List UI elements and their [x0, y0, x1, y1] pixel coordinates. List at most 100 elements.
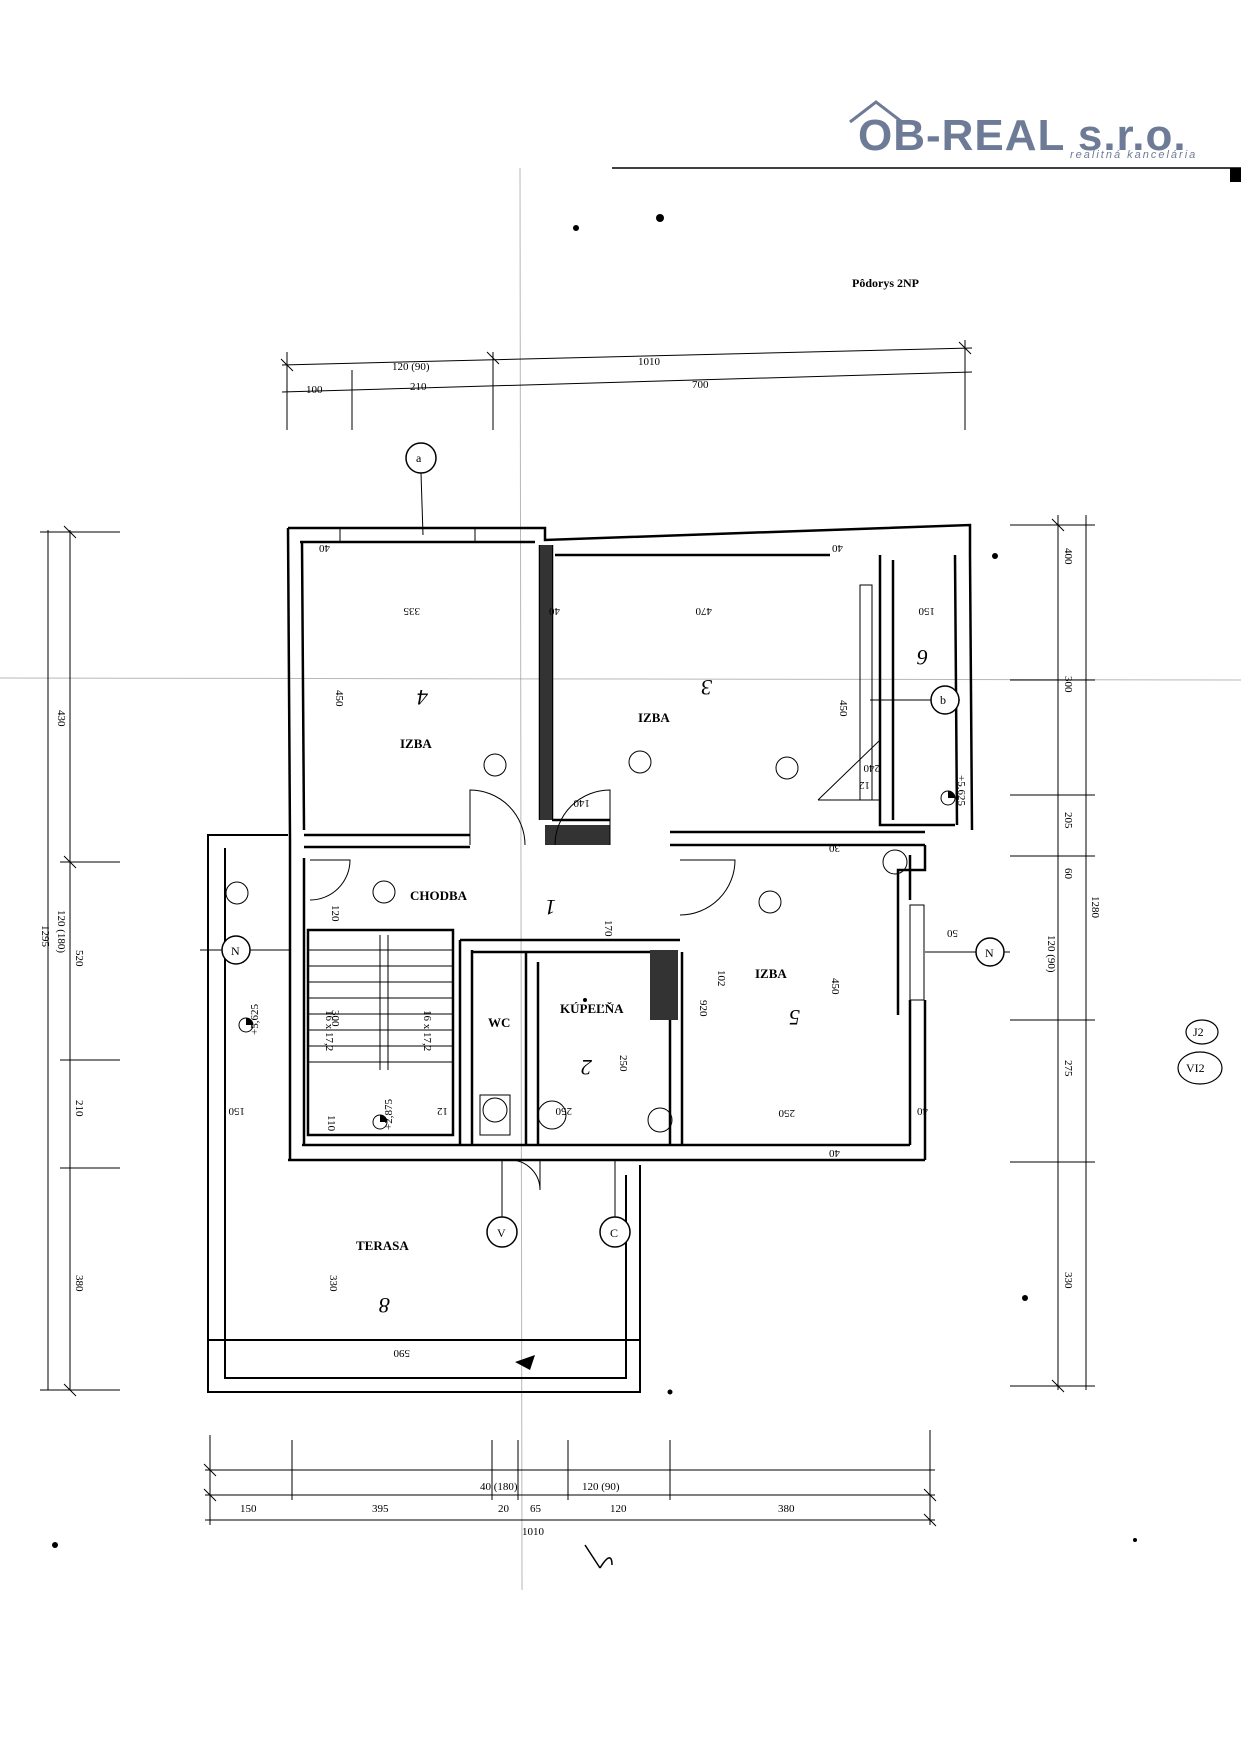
int-dim-15: 450	[829, 978, 841, 995]
right-dim-5: 120 (90)	[1045, 935, 1057, 973]
top-dim-2b: 210	[410, 381, 427, 393]
svg-text:N: N	[231, 944, 240, 958]
grid-axis-b-right: b	[870, 685, 960, 715]
int-dim-9: 240	[863, 762, 880, 774]
room-label-izba-mid: IZBA	[638, 710, 670, 725]
int-dim-23: 330	[327, 1275, 339, 1292]
int-dim-18: 40	[917, 1105, 929, 1117]
int-dim-6: 150	[918, 605, 935, 617]
int-dim-16: 250	[778, 1107, 795, 1119]
int-dim-13: 920	[697, 1000, 709, 1017]
svg-text:b: b	[940, 693, 946, 707]
house-roof-icon	[849, 100, 903, 124]
svg-text:C: C	[610, 1226, 618, 1240]
int-dim-21: 250	[555, 1105, 572, 1117]
door-swings	[309, 789, 736, 1191]
int-dim-25: 50	[947, 927, 959, 939]
bottom-dim-2f: 380	[778, 1503, 795, 1515]
left-dim-5: 210	[73, 1100, 85, 1117]
left-dim-6: 380	[73, 1275, 85, 1292]
int-dim-5: 40	[832, 542, 844, 554]
bottom-dim-2b: 395	[372, 1503, 389, 1515]
right-dim-2: 300	[1062, 676, 1074, 693]
right-dim-6: 1280	[1089, 896, 1101, 919]
svg-text:V: V	[497, 1226, 506, 1240]
section-markers	[225, 750, 799, 914]
int-dim-24: 590	[393, 1347, 410, 1359]
room-label-terasa: TERASA	[356, 1238, 409, 1253]
svg-text:N: N	[985, 946, 994, 960]
room-label-kupelna: KÚPEĽŇA	[560, 1001, 624, 1016]
int-dim-29: 250	[617, 1055, 629, 1072]
grid-axis-n-left: N	[200, 935, 290, 965]
room-number-3: 3	[701, 675, 713, 700]
room-number-2: 2	[581, 1055, 592, 1080]
hatched-walls	[540, 545, 678, 1020]
scan-noise	[52, 214, 1137, 1548]
north-arrow-mark	[515, 1355, 535, 1370]
terrace-outline	[207, 834, 641, 1393]
top-dim-1a: 120 (90)	[392, 361, 430, 373]
bottom-dim-2c: 20	[498, 1503, 510, 1515]
fold-line-vertical	[519, 167, 523, 1591]
svg-text:+2,875: +2,875	[383, 1099, 395, 1130]
bottom-dim-3: 1010	[522, 1526, 545, 1538]
company-logo: OB-REAL s.r.o. realitná kancelária	[849, 100, 1195, 161]
svg-text:a: a	[416, 451, 422, 465]
grid-axis-c-bottom: C	[599, 1160, 631, 1248]
left-dimensions	[40, 525, 120, 1397]
top-dim-1b: 1010	[638, 356, 661, 368]
sanitary-fixtures	[479, 849, 908, 1136]
room-number-6: 6	[917, 645, 928, 670]
left-dim-3: 120 (180)	[55, 910, 67, 953]
grid-axis-v-bottom: V	[486, 1160, 518, 1248]
int-dim-4: 470	[695, 605, 712, 617]
left-dim-1: 430	[55, 710, 67, 727]
int-dim-1: 40	[319, 542, 331, 554]
staircase	[308, 935, 453, 1070]
right-dim-3: 205	[1062, 812, 1074, 829]
svg-text:+5,625: +5,625	[249, 1004, 261, 1035]
window-openings	[339, 527, 925, 1001]
right-dim-8: 330	[1062, 1272, 1074, 1289]
int-dim-20: 150	[228, 1105, 245, 1117]
int-dim-11: 140	[573, 797, 590, 809]
int-dim-2: 335	[403, 605, 420, 617]
grid-axis-n-right: N	[925, 937, 1010, 967]
bottom-dim-2a: 150	[240, 1503, 257, 1515]
int-dim-26: 170	[602, 920, 614, 937]
room-number-4: 4	[417, 685, 428, 710]
bottom-dim-1b: 120 (90)	[582, 1481, 620, 1493]
right-dim-4: 60	[1062, 868, 1074, 880]
header-corner-mark	[1230, 168, 1241, 182]
top-dimensions	[280, 340, 973, 430]
right-dimensions	[1010, 515, 1095, 1393]
bottom-dim-1a: 40 (180)	[480, 1481, 518, 1493]
left-dim-4: 520	[73, 950, 85, 967]
int-dim-12: 30	[829, 842, 841, 854]
level-marker-3: +5,625	[940, 775, 967, 806]
stamp-2: VI2	[1186, 1061, 1205, 1075]
room-number-1: 1	[545, 895, 556, 920]
level-marker-2: +2,875	[372, 1099, 395, 1130]
svg-text:+5,625: +5,625	[955, 775, 967, 806]
grid-axis-a: a	[405, 442, 437, 536]
top-dim-2a: 100	[306, 384, 323, 396]
int-dim-22: 12	[437, 1105, 448, 1117]
int-dim-14: 102	[715, 970, 727, 987]
level-marker-1: +5,625	[238, 1004, 261, 1035]
bottom-dim-2e: 120	[610, 1503, 627, 1515]
building-walls	[286, 523, 974, 1162]
stair-label-2: 16 x 17,2	[421, 1010, 433, 1051]
int-dim-17: 40	[829, 1147, 841, 1159]
logo-name: OB-REAL s.r.o.	[858, 111, 1187, 160]
int-dim-27: 120	[329, 905, 341, 922]
left-dim-2: 1295	[39, 925, 51, 948]
room-label-izba-right: IZBA	[755, 966, 787, 981]
room-number-5: 5	[789, 1005, 800, 1030]
stamp-marks	[1177, 1019, 1223, 1085]
room-label-chodba: CHODBA	[410, 888, 468, 903]
top-dim-2c: 700	[692, 379, 709, 391]
int-dim-19: 110	[325, 1115, 337, 1132]
